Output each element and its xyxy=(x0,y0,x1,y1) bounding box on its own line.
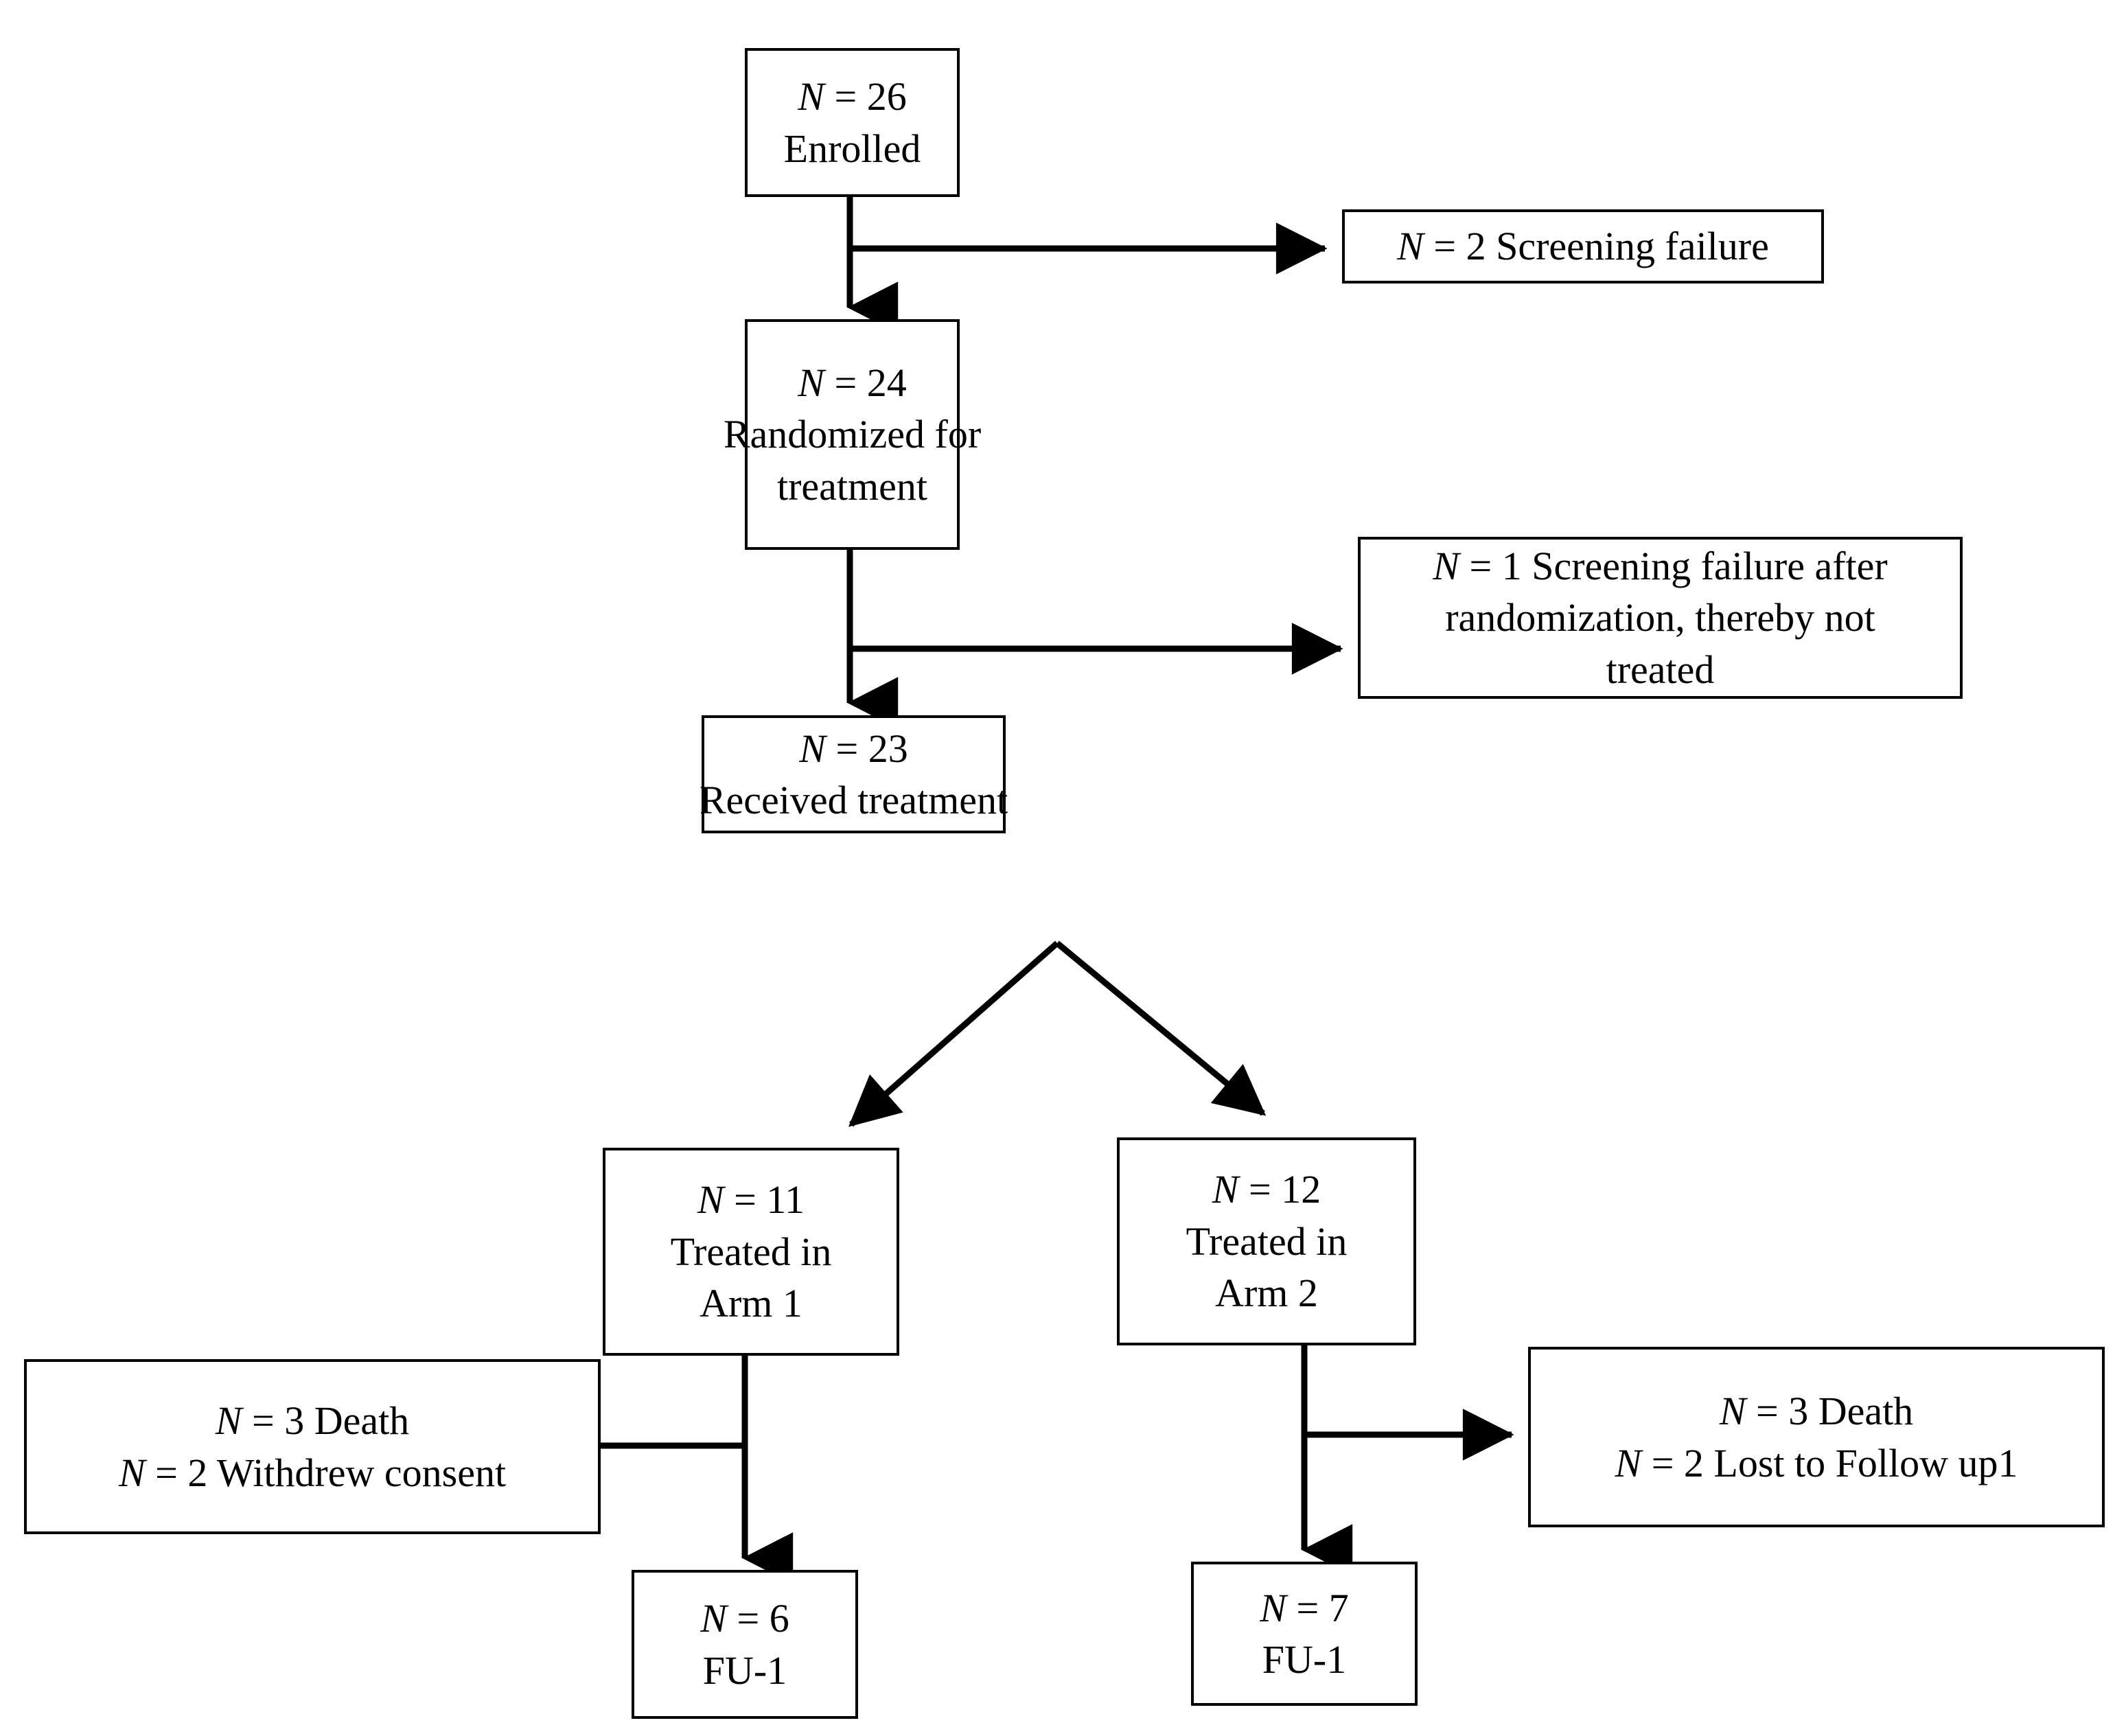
node-arm-1: N = 11 Treated in Arm 1 xyxy=(603,1148,899,1356)
node-arm-2-attrition: N = 3 Death N = 2 Lost to Follow up1 xyxy=(1528,1347,2105,1527)
node-randomized-line-3: treatment xyxy=(776,463,927,509)
node-screening-failure-post-line-1: N = 1 Screening failure after xyxy=(1433,543,1888,588)
node-received-treatment-line-1: N = 23 xyxy=(799,726,908,771)
node-screening-failure-post-randomization: N = 1 Screening failure after randomizat… xyxy=(1358,537,1963,699)
node-arm-2-line-3: Arm 2 xyxy=(1215,1271,1318,1316)
node-arm-2-fu1: N = 7 FU-1 xyxy=(1191,1562,1418,1706)
node-arm-1-attrition: N = 3 Death N = 2 Withdrew consent xyxy=(24,1359,601,1534)
node-received-treatment-line-2: Received treatment xyxy=(699,778,1008,822)
node-arm-1-attrition-line-1: N = 3 Death xyxy=(215,1398,410,1444)
node-arm-2-fu1-line-2: FU-1 xyxy=(1262,1637,1347,1682)
node-arm-2-attrition-line-2: N = 2 Lost to Follow up1 xyxy=(1615,1440,2018,1485)
node-randomized-line-1: N = 24 xyxy=(798,360,907,405)
node-arm-1-line-1: N = 11 xyxy=(697,1177,805,1223)
connector-received-treatment-to-arm-1 xyxy=(848,940,1059,1127)
node-arm-2-line-2: Treated in xyxy=(1186,1218,1348,1264)
node-screening-failure-post-line-2: randomization, thereby not xyxy=(1445,595,1875,640)
node-arm-1-line-2: Treated in xyxy=(670,1229,832,1274)
node-randomized-line-2: Randomized for xyxy=(723,412,982,457)
node-screening-failure: N = 2 Screening failure xyxy=(1342,209,1824,283)
connector-received-treatment-to-arm-2 xyxy=(1055,940,1267,1116)
node-enrolled-line-2: Enrolled xyxy=(783,126,921,171)
node-arm-1-attrition-line-2: N = 2 Withdrew consent xyxy=(118,1450,507,1495)
node-screening-failure-line-1: N = 2 Screening failure xyxy=(1397,224,1769,269)
node-arm-1-fu1-line-2: FU-1 xyxy=(702,1647,787,1693)
node-enrolled: N = 26 Enrolled xyxy=(745,48,960,197)
node-enrolled-line-1: N = 26 xyxy=(798,74,907,119)
node-arm-2-line-1: N = 12 xyxy=(1212,1167,1321,1212)
node-arm-2-attrition-line-1: N = 3 Death xyxy=(1719,1389,1914,1434)
node-arm-1-line-3: Arm 1 xyxy=(700,1281,802,1326)
node-arm-2: N = 12 Treated in Arm 2 xyxy=(1117,1137,1416,1345)
node-received-treatment: N = 23 Received treatment xyxy=(699,715,1008,833)
node-arm-1-fu1-line-1: N = 6 xyxy=(700,1596,789,1641)
node-arm-1-fu1: N = 6 FU-1 xyxy=(632,1570,858,1719)
node-arm-2-fu1-line-1: N = 7 xyxy=(1260,1585,1349,1630)
node-randomized: N = 24 Randomized for treatment xyxy=(724,319,981,550)
node-screening-failure-post-line-3: treated xyxy=(1606,647,1715,692)
